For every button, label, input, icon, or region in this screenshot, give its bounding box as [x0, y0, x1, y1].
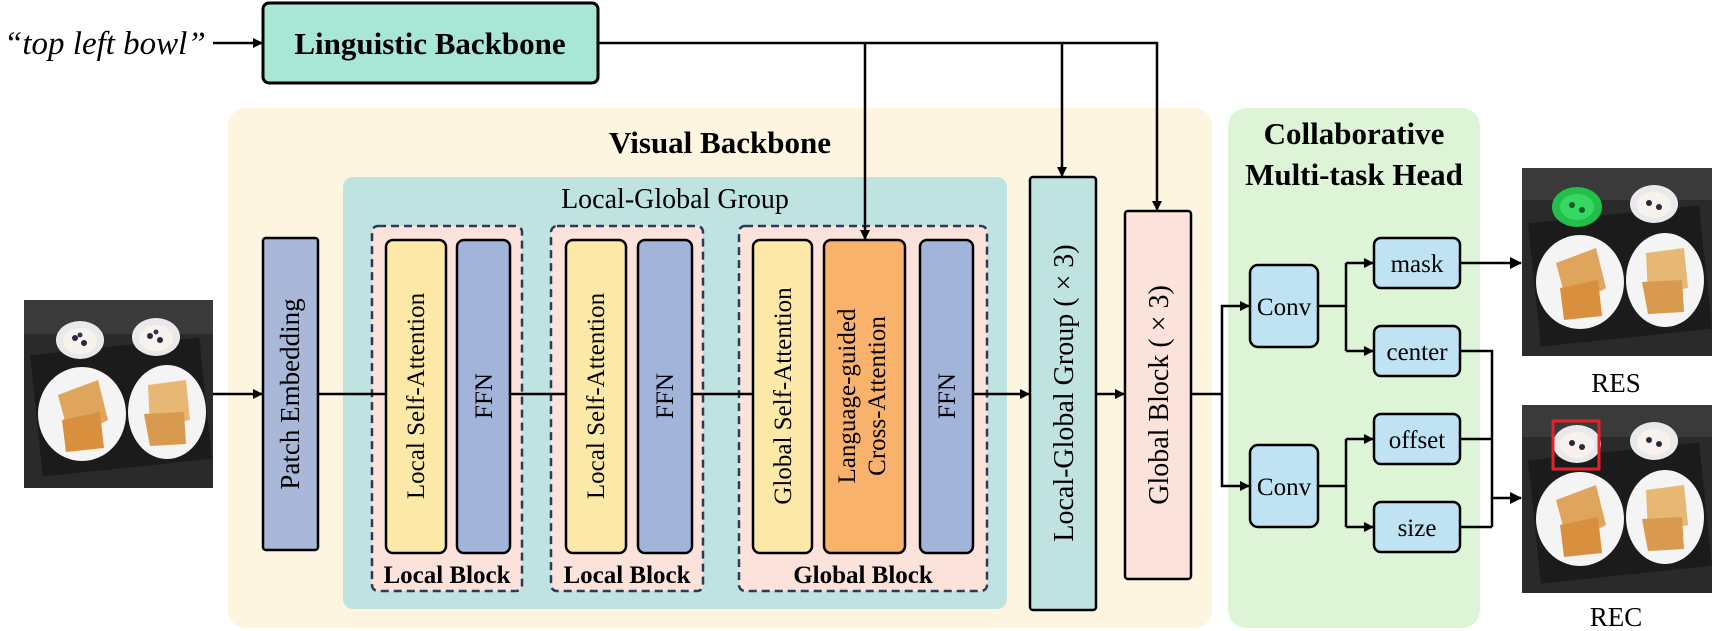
global-block-title: Global Block	[793, 562, 933, 589]
visual-backbone-title: Visual Backbone	[609, 125, 831, 160]
query-text: “top left bowl”	[4, 26, 206, 62]
connectors	[213, 38, 1522, 532]
global-self-attention-label: Global Self-Attention	[770, 287, 797, 505]
conv-label-bottom: Conv	[1257, 474, 1312, 501]
ffn-label-3: FFN	[934, 373, 961, 419]
local-self-attention-label-2: Local Self-Attention	[583, 292, 610, 499]
res-output-image	[1522, 168, 1713, 356]
center-label: center	[1386, 339, 1448, 366]
global-block-repeat-label: Global Block ( × 3)	[1144, 285, 1175, 505]
cross-attention-label-line1: Language-guided	[834, 308, 861, 483]
local-block-2-title: Local Block	[563, 562, 690, 589]
linguistic-backbone-label: Linguistic Backbone	[294, 26, 565, 61]
local-global-group-title: Local-Global Group	[561, 184, 789, 215]
local-block-1-title: Local Block	[383, 562, 510, 589]
rec-output-image	[1522, 405, 1713, 593]
offset-label: offset	[1389, 427, 1446, 454]
cross-attention-label-line2: Cross-Attention	[864, 316, 891, 476]
cross-attention-box	[822, 238, 907, 555]
patch-embedding-label: Patch Embedding	[275, 298, 305, 489]
ffn-box-1	[455, 238, 512, 555]
head-title-line1: Collaborative	[1264, 116, 1445, 151]
ffn-label-2: FFN	[652, 373, 679, 419]
global-self-attention-box	[751, 238, 814, 555]
rec-bounding-box	[1551, 419, 1601, 471]
ffn-box-3	[918, 238, 975, 555]
head-title-line2: Multi-task Head	[1245, 157, 1463, 192]
res-label: RES	[1591, 368, 1641, 398]
input-image	[24, 300, 213, 488]
local-self-attention-box-1	[384, 238, 448, 555]
size-label: size	[1398, 515, 1437, 542]
ffn-box-2	[636, 238, 694, 555]
local-self-attention-box-2	[564, 238, 628, 555]
mask-label: mask	[1391, 251, 1444, 278]
local-global-group-repeat-label: Local-Global Group ( × 3)	[1049, 244, 1080, 541]
conv-label-top: Conv	[1257, 294, 1312, 321]
local-self-attention-label-1: Local Self-Attention	[403, 292, 430, 499]
ffn-label-1: FFN	[471, 373, 498, 419]
rec-label: REC	[1590, 602, 1643, 631]
